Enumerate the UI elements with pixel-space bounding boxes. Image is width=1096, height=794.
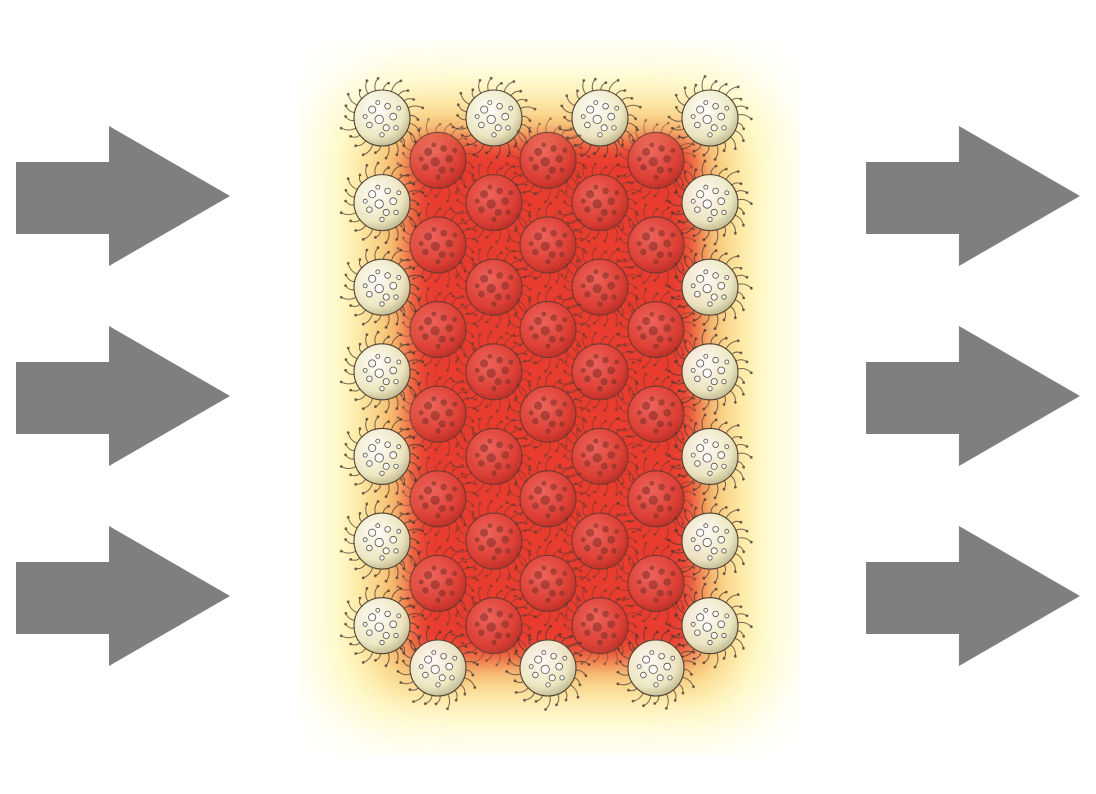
virus-cell-icon	[667, 75, 753, 161]
virus-cell-icon	[339, 246, 425, 329]
virus-cell-icon	[667, 413, 753, 500]
arrow-right-icon	[16, 126, 230, 266]
virus-cell-icon	[616, 118, 696, 203]
virus-cell-icon	[667, 244, 753, 330]
virus-cell-icon	[451, 161, 537, 244]
left-arrow-top	[16, 126, 230, 266]
virus-cell-icon	[451, 330, 537, 413]
virus-cell-icon	[396, 118, 479, 203]
virus-cell-icon	[396, 541, 479, 626]
virus-cell-icon	[396, 287, 479, 372]
virus-cell-icon	[396, 371, 479, 457]
arrow-right-icon	[866, 526, 1080, 666]
heat-cluster-graphic	[330, 75, 770, 720]
virus-cell-icon	[396, 202, 479, 288]
virus-cell-icon	[667, 498, 753, 584]
virus-cell-icon	[339, 330, 425, 414]
virus-cell-icon	[667, 582, 753, 669]
virus-cell-icon	[558, 416, 642, 497]
virus-cell-icon	[558, 77, 642, 158]
virus-cell-icon	[616, 203, 696, 287]
virus-cell-icon	[505, 117, 591, 204]
virus-cell-icon	[339, 500, 425, 583]
virus-cell-icon	[396, 456, 479, 541]
arrow-right-icon	[16, 526, 230, 666]
virus-cell-icon	[667, 159, 753, 246]
virus-cell-icon	[339, 77, 425, 160]
virus-cell-icon	[451, 415, 537, 498]
virus-cell-icon	[451, 584, 537, 667]
virus-cell-icon	[616, 626, 696, 710]
heat-cluster	[300, 40, 800, 754]
left-arrow-bottom	[16, 526, 230, 666]
arrow-right-icon	[866, 126, 1080, 266]
virus-cell-icon	[558, 585, 642, 666]
virus-cell-icon	[616, 288, 696, 372]
virus-cell-icon	[667, 328, 753, 415]
virus-cell-icon	[451, 499, 537, 582]
virus-cell-icon	[505, 201, 591, 288]
virus-cell-icon	[339, 584, 425, 668]
arrow-right-icon	[16, 326, 230, 466]
virus-cell-icon	[558, 247, 642, 327]
virus-cell-icon	[396, 625, 479, 711]
arrow-right-icon	[866, 326, 1080, 466]
right-arrow-top	[866, 126, 1080, 266]
virus-cell-icon	[339, 415, 425, 498]
right-arrow-middle	[866, 326, 1080, 466]
virus-cell-icon	[558, 331, 642, 412]
virus-cell-icon	[505, 455, 591, 542]
virus-cell-icon	[558, 162, 642, 243]
virus-cell-icon	[339, 161, 425, 245]
virus-cell-icon	[451, 76, 537, 159]
right-arrow-bottom	[866, 526, 1080, 666]
virus-cell-grid	[339, 75, 753, 711]
virus-cell-icon	[451, 246, 537, 328]
virus-cell-icon	[505, 286, 591, 373]
virus-cell-icon	[505, 371, 591, 458]
left-arrow-middle	[16, 326, 230, 466]
virus-cell-icon	[558, 500, 642, 581]
virus-cell-icon	[505, 624, 591, 711]
virus-cell-icon	[616, 457, 696, 541]
virus-cell-icon	[616, 541, 696, 626]
virus-cell-icon	[616, 372, 696, 456]
